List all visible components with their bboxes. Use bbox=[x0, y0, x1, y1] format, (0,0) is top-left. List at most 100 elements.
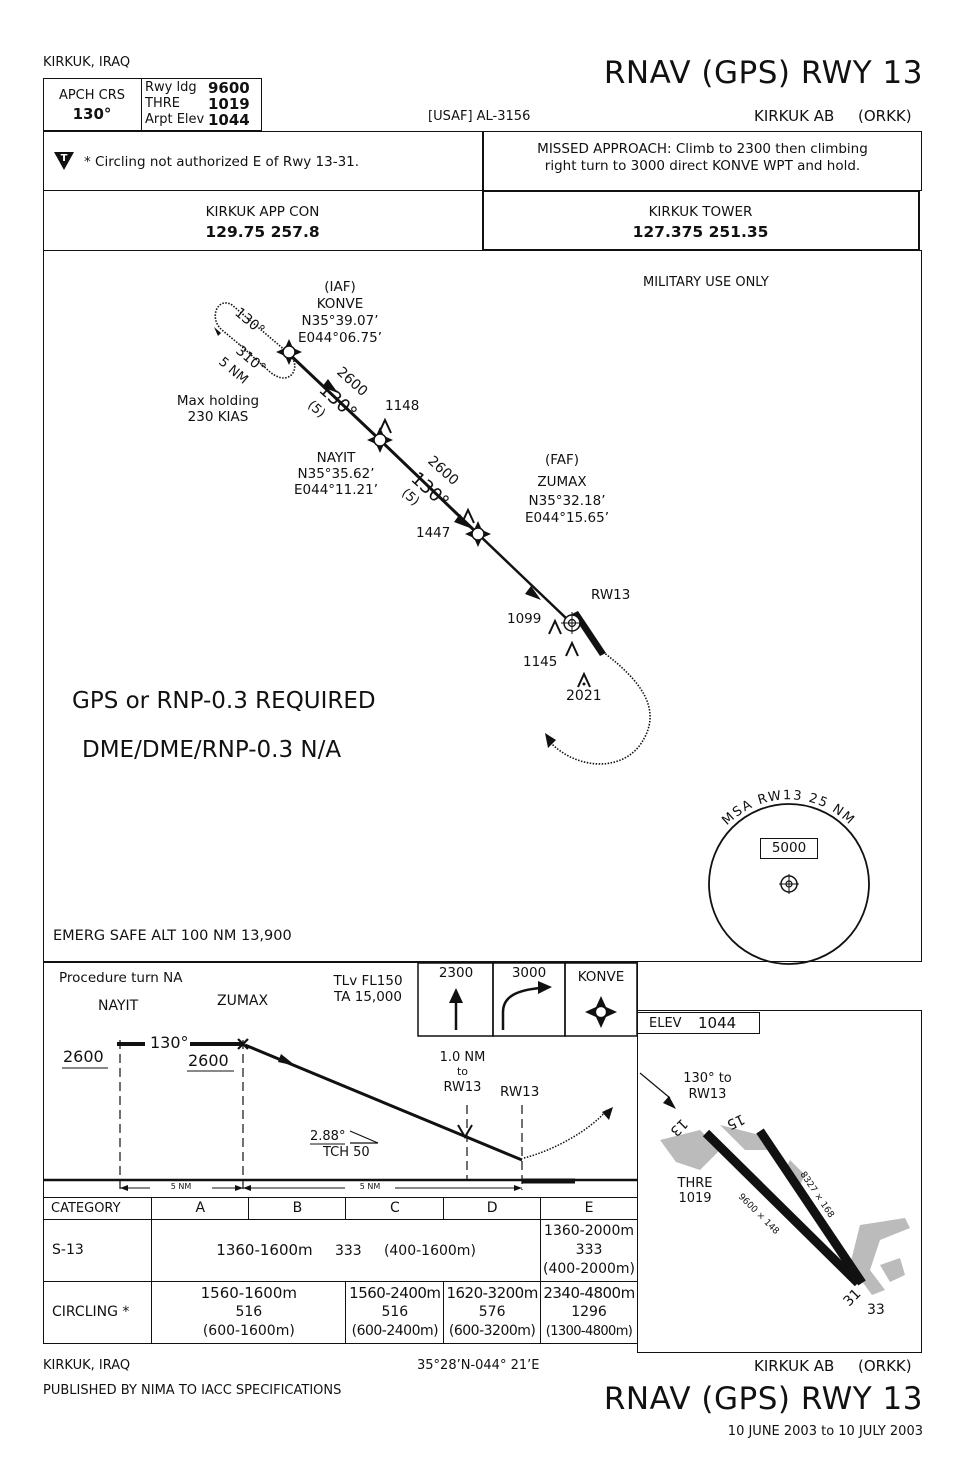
minimums-table: CATEGORY A B C D E S-13 1360-1600m 333 (… bbox=[42, 1197, 638, 1344]
takeoff-minimums-icon: T bbox=[54, 152, 74, 170]
zumax-waypoint-icon bbox=[465, 521, 491, 547]
nayit-lat: N35°35.62’ bbox=[297, 466, 375, 482]
circ-ab-paren: (600-1600m) bbox=[202, 1323, 295, 1339]
thre-label: THRE bbox=[145, 96, 180, 111]
circ-c-paren: (600-2400m) bbox=[351, 1323, 439, 1339]
circ-e-vis: 2340-4800m bbox=[543, 1284, 635, 1302]
notes-divider bbox=[482, 132, 484, 190]
footer-dates: 10 JUNE 2003 to 10 JULY 2003 bbox=[727, 1424, 923, 1439]
elev-label: ELEV bbox=[649, 1016, 682, 1031]
arpt-elev-value: 1044 bbox=[208, 111, 250, 129]
climb-arrow-icon bbox=[449, 988, 463, 1030]
circling-note: * Circling not authorized E of Rwy 13-31… bbox=[84, 154, 360, 170]
zumax-name: ZUMAX bbox=[537, 474, 587, 490]
s13-e-paren: (400-2000m) bbox=[543, 1261, 635, 1277]
obstacle-2021-icon bbox=[577, 671, 591, 688]
ma-alt-3000: 3000 bbox=[511, 965, 547, 981]
s13-abcd-vis: 1360-1600m bbox=[216, 1240, 313, 1259]
military-use: MILITARY USE ONLY bbox=[643, 275, 769, 290]
profile-rw13: RW13 bbox=[500, 1084, 540, 1100]
apch-crs-label: APCH CRS bbox=[58, 88, 126, 103]
max-holding-2: 230 KIAS bbox=[187, 409, 249, 425]
gps-required: GPS or RNP-0.3 REQUIRED bbox=[72, 688, 376, 714]
app-con-label: KIRKUK APP CON bbox=[205, 204, 320, 220]
footer-published: PUBLISHED BY NIMA TO IACC SPECIFICATIONS bbox=[43, 1383, 342, 1398]
climbing-right-turn-icon bbox=[501, 981, 552, 1030]
profile-crs: 130° bbox=[150, 1033, 189, 1052]
s13-abcd-paren: (400-1600m) bbox=[383, 1242, 476, 1259]
runway-13-31 bbox=[702, 1129, 862, 1287]
circ-d-vis: 1620-3200m bbox=[446, 1284, 538, 1302]
obstacle-2021-label: 2021 bbox=[566, 688, 602, 704]
faf-label: (FAF) bbox=[544, 452, 580, 468]
missed-approach-line1: MISSED APPROACH: Climb to 2300 then clim… bbox=[537, 141, 868, 157]
msa-altitude-box: 5000 bbox=[760, 838, 818, 859]
msa-circle bbox=[708, 803, 870, 965]
min-header-b: B bbox=[248, 1197, 347, 1220]
rwy-ldg-label: Rwy ldg bbox=[145, 80, 197, 95]
faf-cross-icon bbox=[237, 1038, 249, 1050]
planview-frame bbox=[43, 250, 922, 962]
s13-label: S-13 bbox=[42, 1219, 153, 1282]
thre-value: 1019 bbox=[208, 95, 250, 113]
circ-ab: 1560-1600m 516 (600-1600m) bbox=[151, 1281, 347, 1344]
circ-c-mda: 516 bbox=[381, 1304, 409, 1320]
rwy-31-label: 31 bbox=[841, 1286, 865, 1310]
profile-alt-nayit: 2600 bbox=[63, 1047, 104, 1066]
zumax-lon: E044°15.65’ bbox=[525, 510, 609, 526]
rwy-15-label: 15 bbox=[724, 1110, 747, 1132]
nm-to-1: 1.0 NM bbox=[439, 1050, 486, 1065]
header-icao: (ORKK) bbox=[858, 107, 912, 125]
circ-e-mda: 1296 bbox=[571, 1304, 607, 1320]
rwy-ldg-value: 9600 bbox=[208, 79, 250, 97]
tower-freq: 127.375 251.35 bbox=[632, 223, 769, 241]
obstacle-1148-label: 1148 bbox=[385, 398, 420, 414]
transition-altitude: TA 15,000 bbox=[334, 989, 402, 1005]
min-header-d: D bbox=[443, 1197, 542, 1220]
profile-alt-zumax: 2600 bbox=[188, 1051, 229, 1070]
circ-c-vis: 1560-2400m bbox=[349, 1284, 441, 1302]
sketch-crs-2: RW13 bbox=[688, 1087, 727, 1102]
s13-e-vis: 1360-2000m bbox=[544, 1223, 634, 1239]
sketch-crs-1: 130° to bbox=[683, 1071, 732, 1086]
min-header-e: E bbox=[540, 1197, 638, 1220]
arpt-elev-label: Arpt Elev bbox=[145, 112, 205, 127]
app-con-freq: 129.75 257.8 bbox=[205, 223, 320, 241]
ma-alt-2300: 2300 bbox=[438, 965, 474, 981]
obstacle-1099-label: 1099 bbox=[507, 611, 542, 627]
rw13-waypoint-icon bbox=[561, 612, 583, 634]
tower-label: KIRKUK TOWER bbox=[648, 204, 753, 220]
elev-box: ELEV 1044 bbox=[637, 1012, 760, 1034]
dist-label-2: 5 NM bbox=[345, 1182, 395, 1191]
airport-sketch-frame bbox=[637, 1010, 922, 1353]
konve-holding-fix-icon bbox=[585, 996, 617, 1028]
dist-label-1: 5 NM bbox=[150, 1182, 212, 1191]
rwy-info-box: Rwy ldg 9600 THRE 1019 Arpt Elev 1044 bbox=[141, 78, 262, 131]
header-title: RNAV (GPS) RWY 13 bbox=[603, 55, 923, 91]
nm-to-3: RW13 bbox=[443, 1080, 482, 1095]
circ-ab-vis: 1560-1600m bbox=[200, 1284, 297, 1302]
ma-fix-konve: KONVE bbox=[577, 969, 625, 985]
sketch-thre-label: THRE bbox=[677, 1176, 713, 1191]
gs-angle: 2.88° bbox=[310, 1129, 346, 1144]
holding-pattern bbox=[214, 302, 288, 353]
msa-center-waypoint-icon bbox=[779, 874, 799, 894]
tch: TCH 50 bbox=[323, 1145, 370, 1160]
elev-value: 1044 bbox=[698, 1014, 737, 1032]
s13-e-mda: 333 bbox=[575, 1242, 603, 1258]
s13-abcd-mda: 333 bbox=[334, 1242, 362, 1259]
min-header-c: C bbox=[345, 1197, 445, 1220]
nayit-waypoint-icon bbox=[367, 427, 393, 453]
dme-na: DME/DME/RNP-0.3 N/A bbox=[82, 737, 342, 763]
footer-title: RNAV (GPS) RWY 13 bbox=[603, 1381, 923, 1417]
svg-text:T: T bbox=[61, 153, 68, 164]
min-header-a: A bbox=[151, 1197, 250, 1220]
circ-e-paren: (1300-4800m) bbox=[545, 1324, 633, 1339]
circ-ab-mda: 516 bbox=[235, 1304, 263, 1320]
nayit-name: NAYIT bbox=[316, 450, 356, 466]
runway-15-33 bbox=[756, 1128, 866, 1286]
konve-lat: N35°39.07’ bbox=[301, 313, 379, 329]
procedure-turn-na: Procedure turn NA bbox=[59, 970, 183, 986]
circ-e: 2340-4800m 1296 (1300-4800m) bbox=[540, 1281, 638, 1344]
